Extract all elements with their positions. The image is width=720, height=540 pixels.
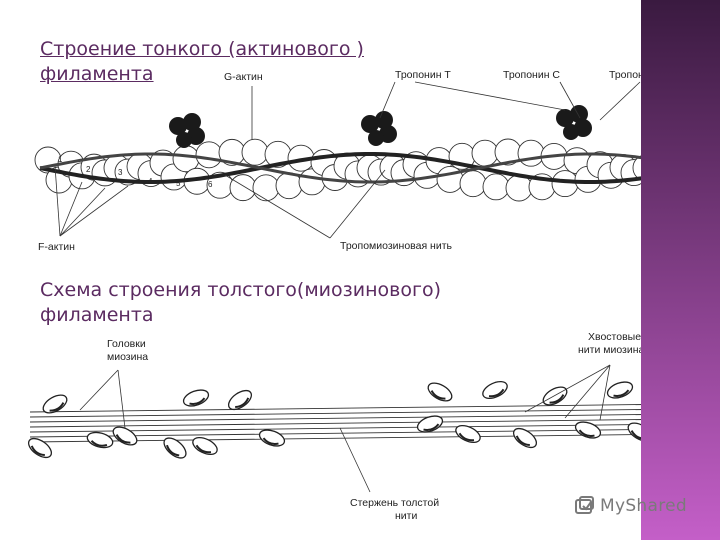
g-actin-monomer: [173, 146, 199, 172]
monomer-number: 1: [58, 155, 63, 164]
myosin-head: [181, 387, 210, 409]
myosin-heads: [25, 378, 654, 462]
label-core-2: нити: [395, 510, 417, 522]
g-actin-monomer: [472, 140, 498, 166]
thin-filament-diagram: 1 2 3 4 5 6 G-актин Тропонин T Тропонин C Тро…: [0, 0, 720, 270]
myosin-head: [573, 419, 602, 441]
label-core-1: Стержень толстой: [350, 497, 439, 509]
g-actin-monomer: [483, 174, 509, 200]
g-actin-monomer: [460, 171, 486, 197]
actin-beads: [35, 139, 693, 201]
myosin-head: [161, 434, 190, 461]
myosin-head: [453, 422, 482, 446]
myshared-logo-icon: [574, 495, 596, 517]
g-actin-monomer: [196, 142, 222, 168]
g-actin-monomer: [242, 139, 268, 165]
myosin-head: [480, 378, 509, 402]
label-tails-1: Хвостовые: [588, 331, 641, 343]
troponin-complex: [361, 111, 397, 146]
myosin-head: [86, 430, 115, 450]
label-g-actin: G-актин: [224, 71, 263, 83]
myosin-head: [257, 427, 286, 449]
decorative-side-bar: [641, 0, 720, 540]
monomer-number: 2: [86, 165, 91, 174]
logo-text: MyShared: [600, 496, 687, 516]
g-actin-monomer: [253, 175, 279, 201]
myosin-head: [190, 434, 219, 458]
label-troponin-t: Тропонин T: [395, 69, 451, 81]
label-tails-2: нити миозина: [578, 344, 645, 356]
myosin-head: [25, 435, 54, 461]
monomer-number: 5: [176, 179, 181, 188]
monomer-number: 3: [118, 168, 123, 177]
monomer-number: 6: [208, 180, 213, 189]
label-f-actin: F-актин: [38, 241, 75, 253]
troponin-complex: [556, 105, 592, 140]
myshared-logo: MyShared: [574, 492, 687, 520]
myosin-head: [510, 425, 539, 451]
g-actin-monomer: [230, 175, 256, 201]
troponin-complex: [169, 113, 205, 148]
label-tropomyosin: Тропомиозиновая нить: [340, 240, 453, 252]
g-actin-monomer: [437, 166, 463, 192]
myosin-head: [540, 383, 570, 408]
monomer-number: 4: [148, 177, 153, 186]
label-heads-2: миозина: [107, 351, 148, 363]
myosin-head: [425, 379, 455, 404]
g-actin-monomer: [518, 140, 544, 166]
thick-title-line1: Схема строения толстого(миозинового): [40, 278, 441, 303]
myosin-head: [40, 391, 70, 416]
label-heads-1: Головки: [107, 338, 146, 350]
myosin-head: [605, 379, 634, 401]
label-troponin-c: Тропонин C: [503, 69, 560, 81]
